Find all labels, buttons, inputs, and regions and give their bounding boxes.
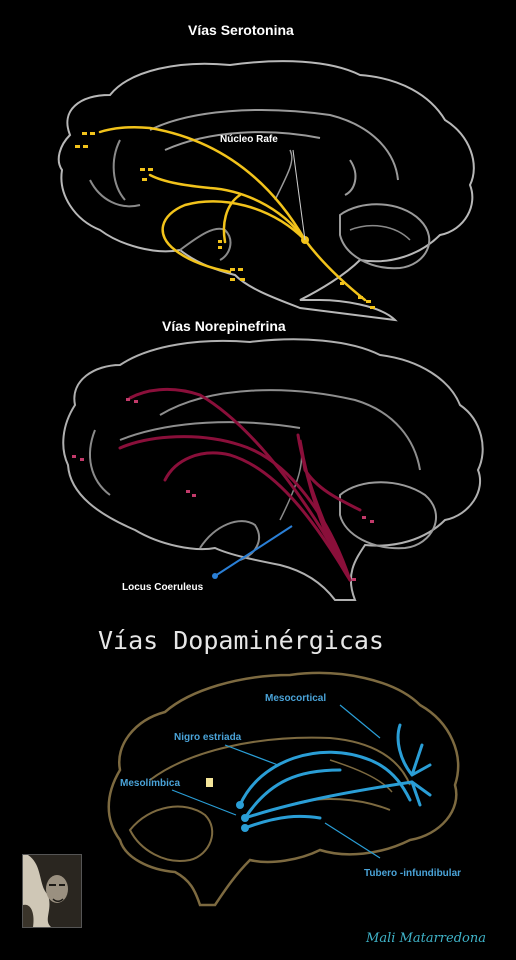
serotonin-path-upper bbox=[148, 173, 307, 242]
dopamine-label-tubero: Tubero -infundibular bbox=[364, 868, 462, 879]
norepinephrine-path-frontal bbox=[128, 388, 352, 582]
serotonin-brain-outline bbox=[57, 60, 475, 322]
norepinephrine-title: Vías Norepinefrina bbox=[162, 318, 286, 334]
dopamine-title: Vías Dopaminérgicas bbox=[98, 626, 384, 655]
author-portrait-image bbox=[22, 854, 82, 928]
dopamine-brain-outline bbox=[107, 671, 460, 907]
dopamine-path-mesolimbic bbox=[243, 780, 414, 820]
dopamine-pointer-mesocortical bbox=[339, 704, 381, 739]
dopamine-label-mesocortical: Mesocortical bbox=[265, 693, 327, 704]
dopamine-path-nigro bbox=[243, 768, 342, 820]
serotonin-title: Vías Serotonina bbox=[188, 22, 294, 38]
serotonin-path-frontal bbox=[98, 125, 307, 242]
dopamine-pointer-nigro bbox=[224, 744, 279, 766]
dopamine-pointer-tubero bbox=[324, 822, 381, 859]
norepinephrine-path-mid bbox=[163, 451, 352, 582]
serotonin-path-lower bbox=[161, 200, 307, 274]
dopamine-label-mesolimbic: Mesolímbica bbox=[120, 778, 181, 789]
serotonin-label-nucleo-rafe: Núcleo Rafe bbox=[220, 134, 278, 145]
dopamine-label-nigro: Nigro estriada bbox=[174, 732, 242, 743]
dopamine-path-tubero bbox=[243, 814, 322, 830]
norepinephrine-locus-pointer bbox=[214, 525, 293, 577]
norepinephrine-brain-outline bbox=[62, 338, 484, 601]
author-signature: Mali Matarredona bbox=[366, 931, 486, 946]
norepinephrine-label-locus: Locus Coeruleus bbox=[122, 582, 204, 593]
dopamine-pointer-mesolimbic bbox=[171, 789, 237, 816]
serotonin-path-spinal bbox=[303, 238, 367, 302]
